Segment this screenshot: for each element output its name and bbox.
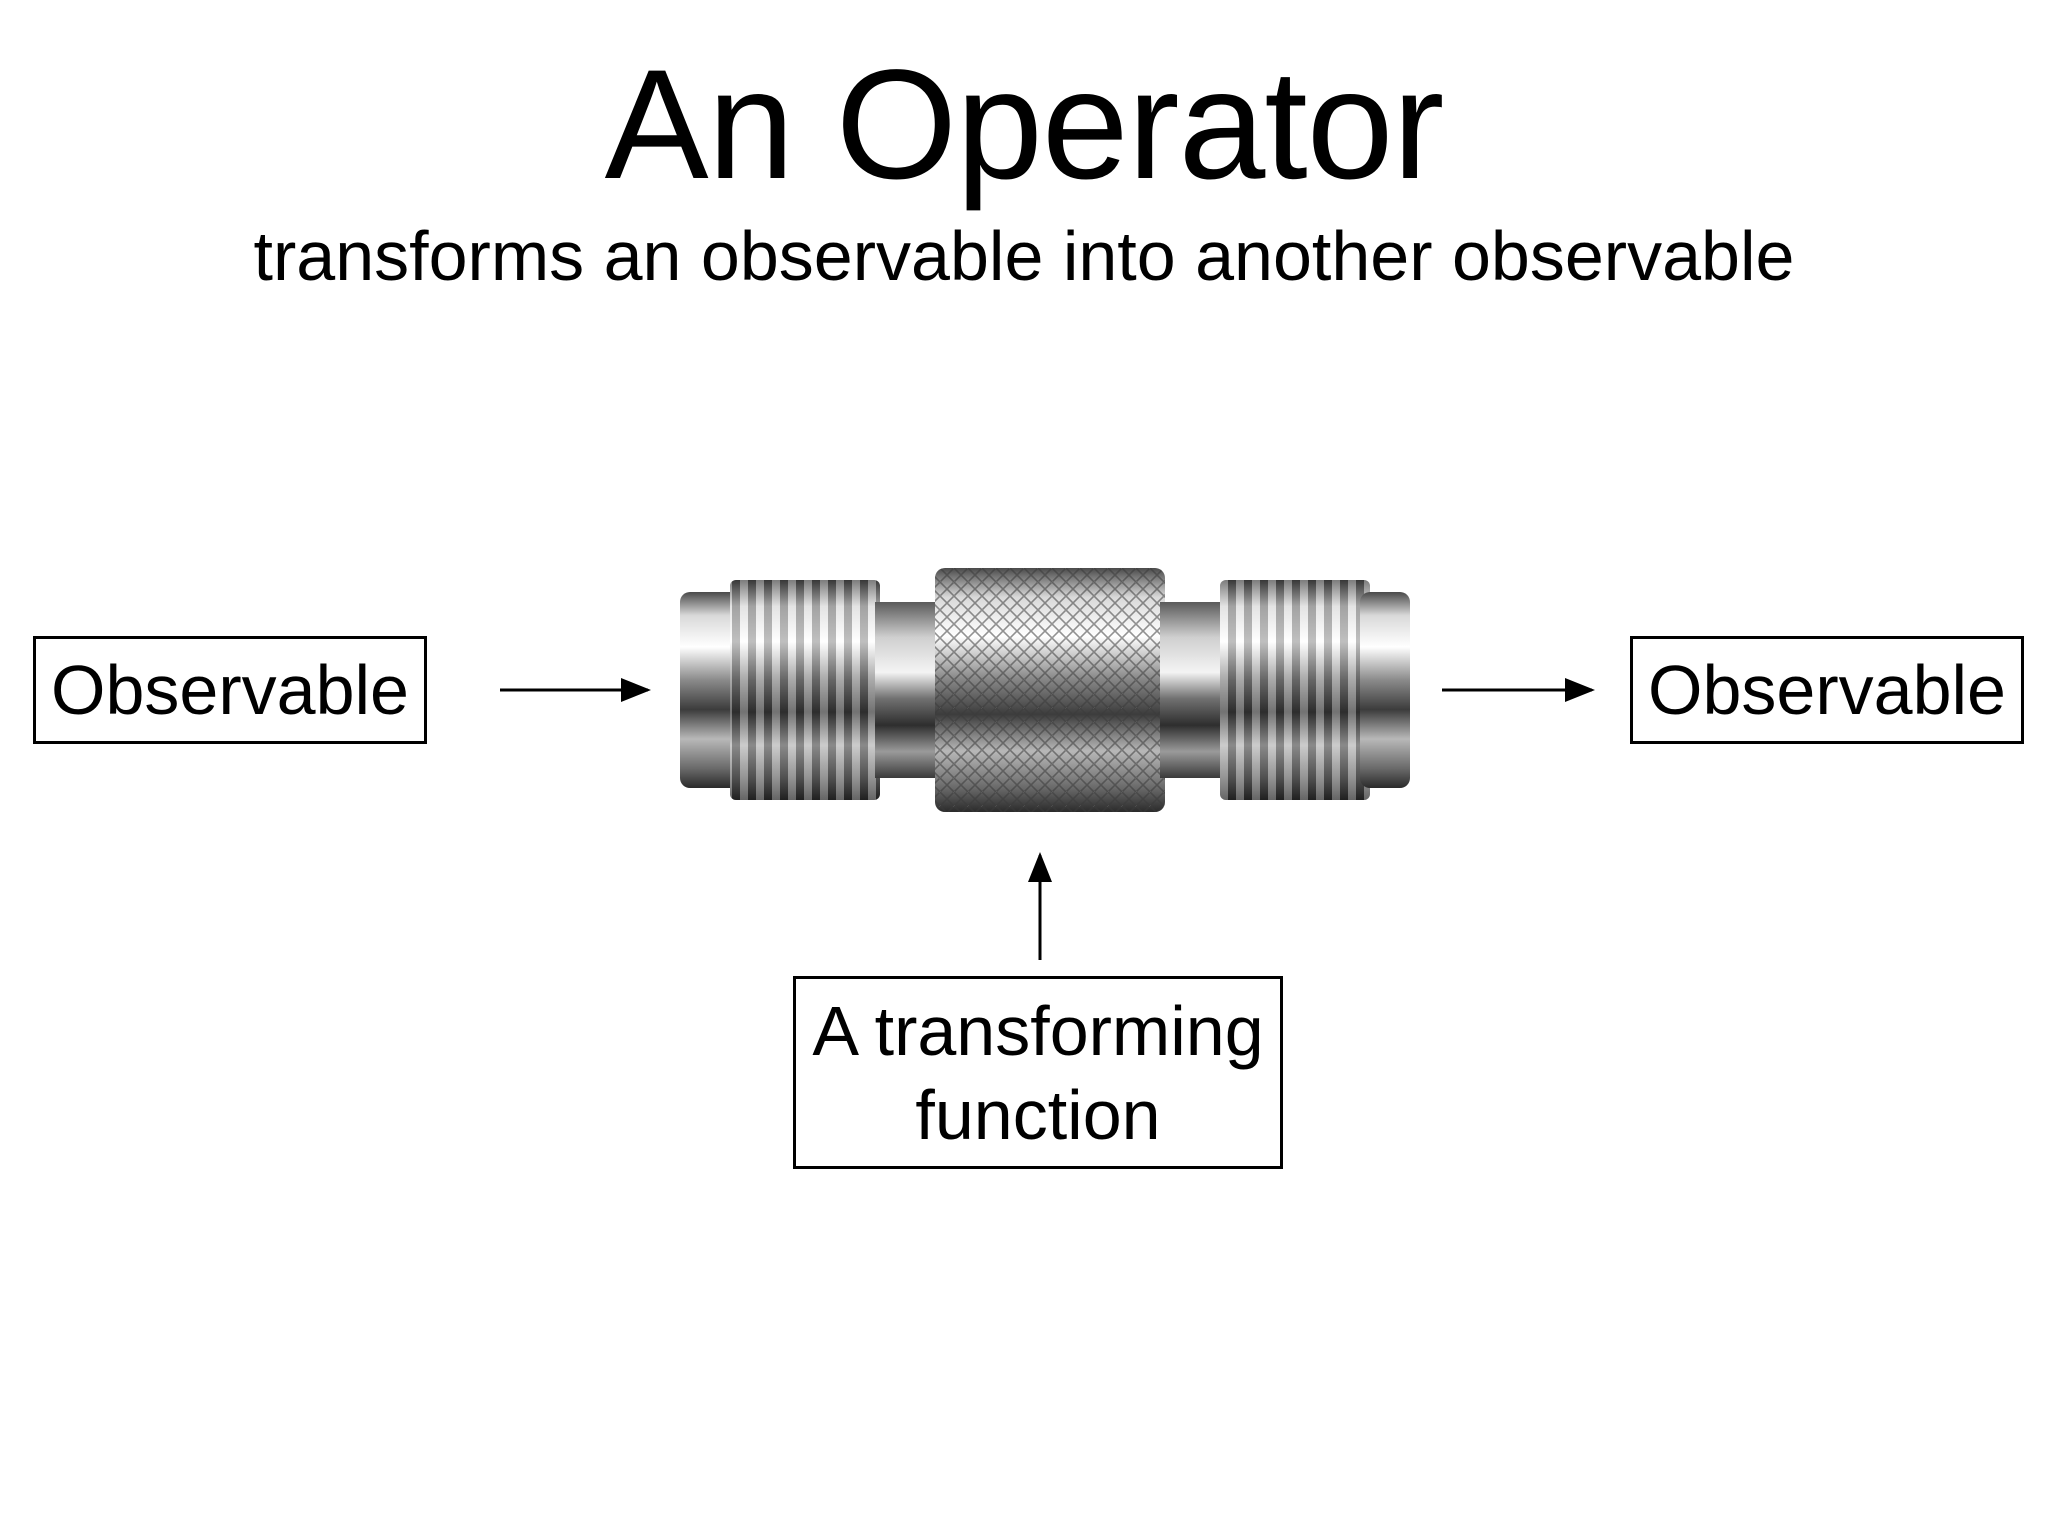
input-observable-label: Observable <box>51 651 409 729</box>
transforming-function-label-line2: function <box>915 1075 1161 1154</box>
input-observable-box: Observable <box>33 636 427 744</box>
output-observable-label: Observable <box>1648 651 2006 729</box>
transforming-function-box: A transforming function <box>793 976 1283 1169</box>
output-observable-box: Observable <box>1630 636 2024 744</box>
coaxial-connector-image <box>660 540 1430 840</box>
slide-subtitle: transforms an observable into another ob… <box>253 217 1795 295</box>
coaxial-connector-graphic <box>680 568 1410 812</box>
transforming-function-label-line1: A transforming <box>812 991 1264 1070</box>
slide-title: An Operator <box>604 38 1445 212</box>
